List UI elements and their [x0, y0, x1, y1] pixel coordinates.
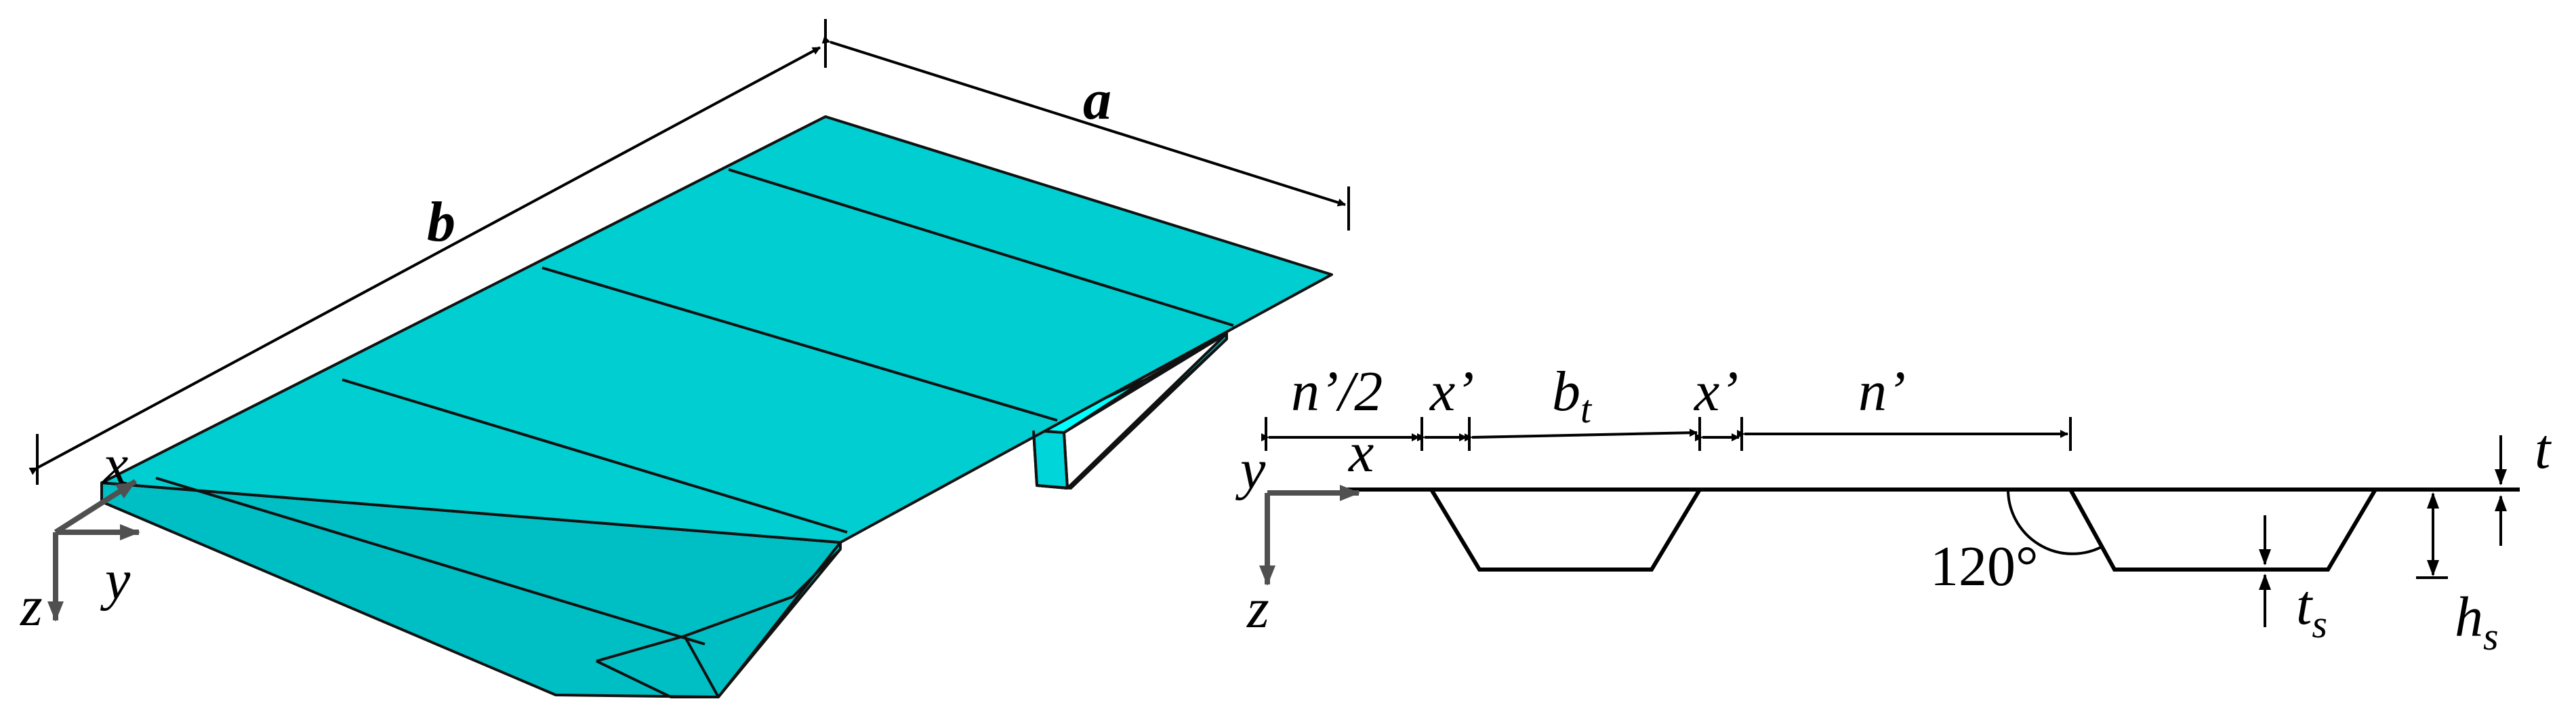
dim-ts-label: ts [2296, 574, 2327, 646]
stiffener-profile-1 [1429, 488, 1702, 572]
axis-y-label-2d: y [1235, 438, 1266, 501]
dimension-a-line [821, 35, 1350, 231]
axis-y-label-3d: y [100, 549, 131, 612]
dim-hs-arrows [2416, 492, 2448, 579]
stiffener-rear-bottom-face [1032, 429, 1069, 490]
dim-n-half-label: n’/2 [1291, 360, 1383, 423]
dim-x-prime-1-label: x’ [1429, 360, 1474, 423]
axis-x-label-2d: x [1347, 421, 1374, 484]
angle-arc [2007, 489, 2103, 555]
plate-3d-view: b a x y z [20, 19, 1350, 698]
axis-z-label-3d: z [20, 575, 43, 638]
dimension-a-label: a [1083, 68, 1111, 132]
coordinate-axes-2d [1259, 485, 1360, 586]
plate-top-face [100, 115, 1333, 544]
axis-z-label-2d: z [1246, 577, 1269, 640]
dim-x-prime-2-label: x’ [1693, 360, 1738, 423]
stiffener-edges [596, 332, 1228, 698]
dimension-chain [1261, 417, 2072, 451]
dim-t-label: t [2535, 418, 2552, 481]
stiffener-profile-2 [2068, 488, 2377, 572]
dim-hs-label: hs [2455, 586, 2499, 658]
coordinate-axes-3d [47, 479, 140, 622]
dim-bt-label: bt [1552, 360, 1593, 431]
cross-section-view: 120° n’/2 x’ bt x’ n’ t [1235, 360, 2552, 658]
dimension-b-label: b [427, 191, 455, 254]
angle-label: 120° [1930, 535, 2039, 598]
dim-n-label: n’ [1858, 360, 1906, 423]
axis-x-label-3d: x [102, 433, 128, 496]
